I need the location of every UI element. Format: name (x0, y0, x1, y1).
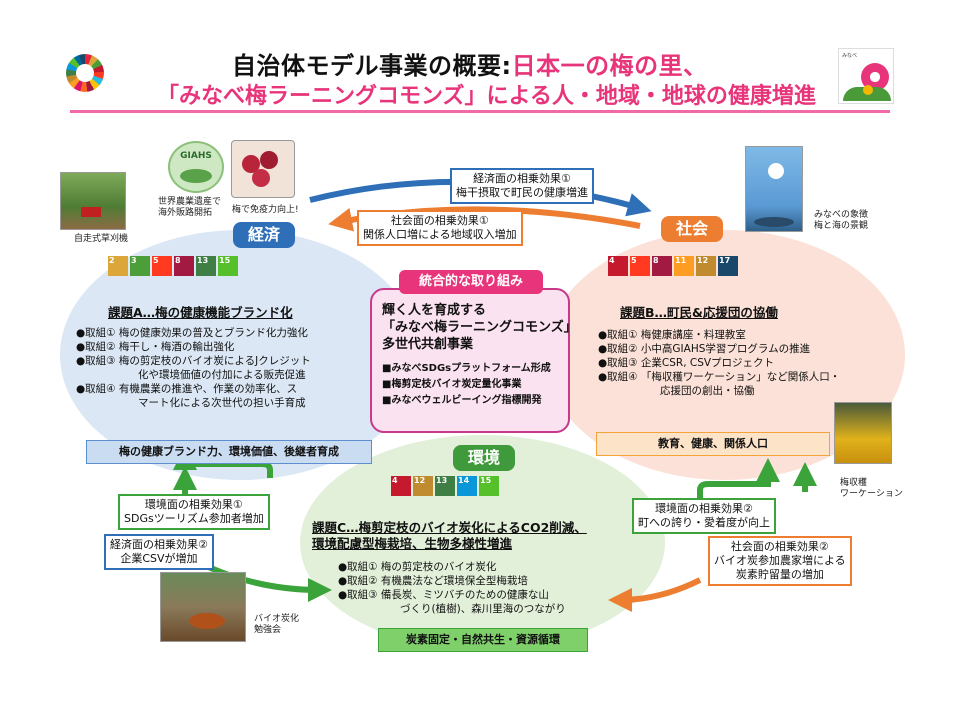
giahs-logo-text: GIAHS (180, 151, 212, 161)
arrow-env-to-econ-1 (173, 446, 273, 478)
mower-shape (81, 207, 101, 217)
arrow-env-to-soc-1 (697, 458, 780, 498)
task-b-list: ●取組① 梅健康講座・料理教室 ●取組② 小中高GIAHS学習プログラムの推進 ●取… (598, 328, 840, 398)
caption-umeboshi: 梅で免疫力向上! (232, 205, 299, 215)
sdg-goal-8-icon: 8 (174, 256, 194, 276)
caption-mower: 自走式草刈機 (74, 234, 129, 244)
sdg-goal-11-icon: 11 (674, 256, 694, 276)
integrated-item: ■梅剪定枝バイオ炭定量化事業 (382, 379, 522, 390)
caption-minabe: みなべの象徴 梅と海の景観 (814, 210, 869, 231)
title-suffix: 日本一の梅の里、 (511, 52, 708, 80)
sdg-goal-8-icon: 8 (652, 256, 672, 276)
caption-heritage: 世界農業遺産で 海外販路開拓 (158, 197, 222, 218)
task-a-outcome: 梅の健康ブランド力、環境価値、後継者育成 (86, 440, 372, 464)
society-label: 社会 (661, 216, 723, 242)
umeboshi-photo (231, 140, 295, 198)
task-c-item: ●取組② 有機農法など環境保全型梅栽培 (338, 575, 528, 587)
task-b-item: ●取組② 小中高GIAHS学習プログラムの推進 (598, 343, 811, 355)
sdg-goal-3-icon: 3 (130, 256, 150, 276)
task-c-item: ●取組① 梅の剪定枝のバイオ炭化 (338, 561, 497, 573)
integrated-list: ■みなべSDGsプラットフォーム形成 ■梅剪定枝バイオ炭定量化事業 ■みなべウェルビ… (382, 361, 558, 409)
task-c-title: 課題C…梅剪定枝のバイオ炭化によるCO2削減、 環境配慮型梅栽培、生物多様性増進 (312, 520, 587, 551)
sdg-goal-4-icon: 4 (391, 476, 411, 496)
task-a-item: ●取組① 梅の健康効果の普及とブランド化力強化 (76, 327, 308, 339)
synergy-env-2: 環境面の相乗効果② 町への誇り・愛着度が向上 (632, 498, 776, 534)
integrated-item: ■みなべSDGsプラットフォーム形成 (382, 363, 551, 374)
harvest-photo (834, 402, 892, 464)
island-shape (754, 217, 794, 227)
task-a-item: ●取組② 梅干し・梅酒の輸出強化 (76, 341, 235, 353)
environment-label: 環境 (453, 445, 515, 471)
sdg-goal-12-icon: 12 (696, 256, 716, 276)
task-c-list: ●取組① 梅の剪定枝のバイオ炭化 ●取組② 有機農法など環境保全型梅栽培 ●取組③ … (338, 560, 566, 616)
page-title: 自治体モデル事業の概要:日本一の梅の里、 (232, 46, 708, 81)
task-c-item: づくり(植樹)、森川里海のつながり (400, 603, 566, 615)
umeboshi-2 (260, 151, 278, 169)
sdg-goal-13-icon: 13 (435, 476, 455, 496)
integrated-heading: 輝く人を育成する 「みなべ梅ラーニングコモンズ」 多世代共創事業 (382, 303, 577, 352)
task-b-outcome: 教育、健康、関係人口 (596, 432, 830, 456)
caption-biochar: バイオ炭化 勉強会 (254, 614, 300, 635)
task-a-list: ●取組① 梅の健康効果の普及とブランド化力強化 ●取組② 梅干し・梅酒の輸出強化 ●… (76, 326, 311, 410)
caption-harvest: 梅収穫 ワーケーション (840, 478, 903, 499)
title-underline (70, 110, 890, 113)
synergy-env-1: 環境面の相乗効果① SDGsツーリズム参加者増加 (118, 494, 270, 530)
giahs-leaf (180, 169, 212, 183)
sdg-goal-12-icon: 12 (413, 476, 433, 496)
task-b-title: 課題B…町民&応援団の協働 (620, 305, 778, 320)
title-prefix: 自治体モデル事業の概要: (232, 52, 512, 80)
integrated-label: 統合的な取り組み (399, 270, 543, 294)
minabe-landscape-photo (745, 146, 803, 232)
biochar-photo (160, 572, 246, 642)
economy-label: 経済 (233, 222, 295, 248)
page-subtitle: 「みなべ梅ラーニングコモンズ」による人・地域・地球の健康増進 (157, 84, 816, 109)
task-c-item: ●取組③ 備長炭、ミツバチのための健康な山 (338, 589, 549, 601)
synergy-econ-1: 経済面の相乗効果① 梅干摂取で町民の健康増進 (450, 168, 594, 204)
sdg-wheel-logo (66, 54, 104, 92)
sdg-goal-2-icon: 2 (108, 256, 128, 276)
task-b-item: ●取組③ 企業CSR, CSVプロジェクト (598, 357, 775, 369)
biochar-pit (189, 613, 225, 629)
umeboshi-1 (242, 155, 260, 173)
sdg-goal-14-icon: 14 (457, 476, 477, 496)
sdg-goal-5-icon: 5 (152, 256, 172, 276)
mower-photo (60, 172, 126, 230)
sdg-goal-15-icon: 15 (218, 256, 238, 276)
giahs-logo: GIAHS (168, 141, 224, 193)
sdg-goal-4-icon: 4 (608, 256, 628, 276)
synergy-soc-2: 社会面の相乗効果② バイオ炭参加農家増による 炭素貯留量の増加 (708, 536, 852, 586)
task-b-item: 応援団の創出・協働 (660, 385, 755, 397)
sun-icon (863, 85, 873, 95)
task-b-item: ●取組① 梅健康講座・料理教室 (598, 329, 746, 341)
task-b-item: ●取組④ 「梅収穫ワーケーション」など関係人口・ (598, 371, 841, 383)
integrated-box: 輝く人を育成する 「みなべ梅ラーニングコモンズ」 多世代共創事業 ■みなべSDG… (370, 288, 577, 433)
sdg-goal-17-icon: 17 (718, 256, 738, 276)
minabe-ume-logo: みなべ (838, 48, 894, 104)
arrow-soc-to-env (608, 577, 702, 612)
integrated-item: ■みなべウェルビーイング指標開発 (382, 395, 542, 406)
logo-text: みなべ (842, 53, 858, 59)
ume-blossom (768, 163, 784, 179)
task-a-item: マート化による次世代の担い手育成 (138, 397, 306, 409)
task-c-outcome: 炭素固定・自然共生・資源循環 (378, 628, 588, 652)
umeboshi-3 (252, 169, 270, 187)
synergy-econ-2: 経済面の相乗効果② 企業CSVが増加 (104, 534, 214, 570)
sdg-goal-15-icon: 15 (479, 476, 499, 496)
task-a-title: 課題A…梅の健康機能ブランド化 (108, 305, 293, 320)
sdg-goal-13-icon: 13 (196, 256, 216, 276)
sdg-goal-5-icon: 5 (630, 256, 650, 276)
task-a-item: ●取組④ 有機農業の推進や、作業の効率化、ス (76, 383, 298, 395)
task-a-item: 化や環境価値の付加による販売促進 (138, 369, 306, 381)
task-a-item: ●取組③ 梅の剪定枝のバイオ炭によるJクレジット (76, 355, 311, 367)
synergy-soc-1: 社会面の相乗効果① 関係人口増による地域収入増加 (357, 210, 523, 246)
